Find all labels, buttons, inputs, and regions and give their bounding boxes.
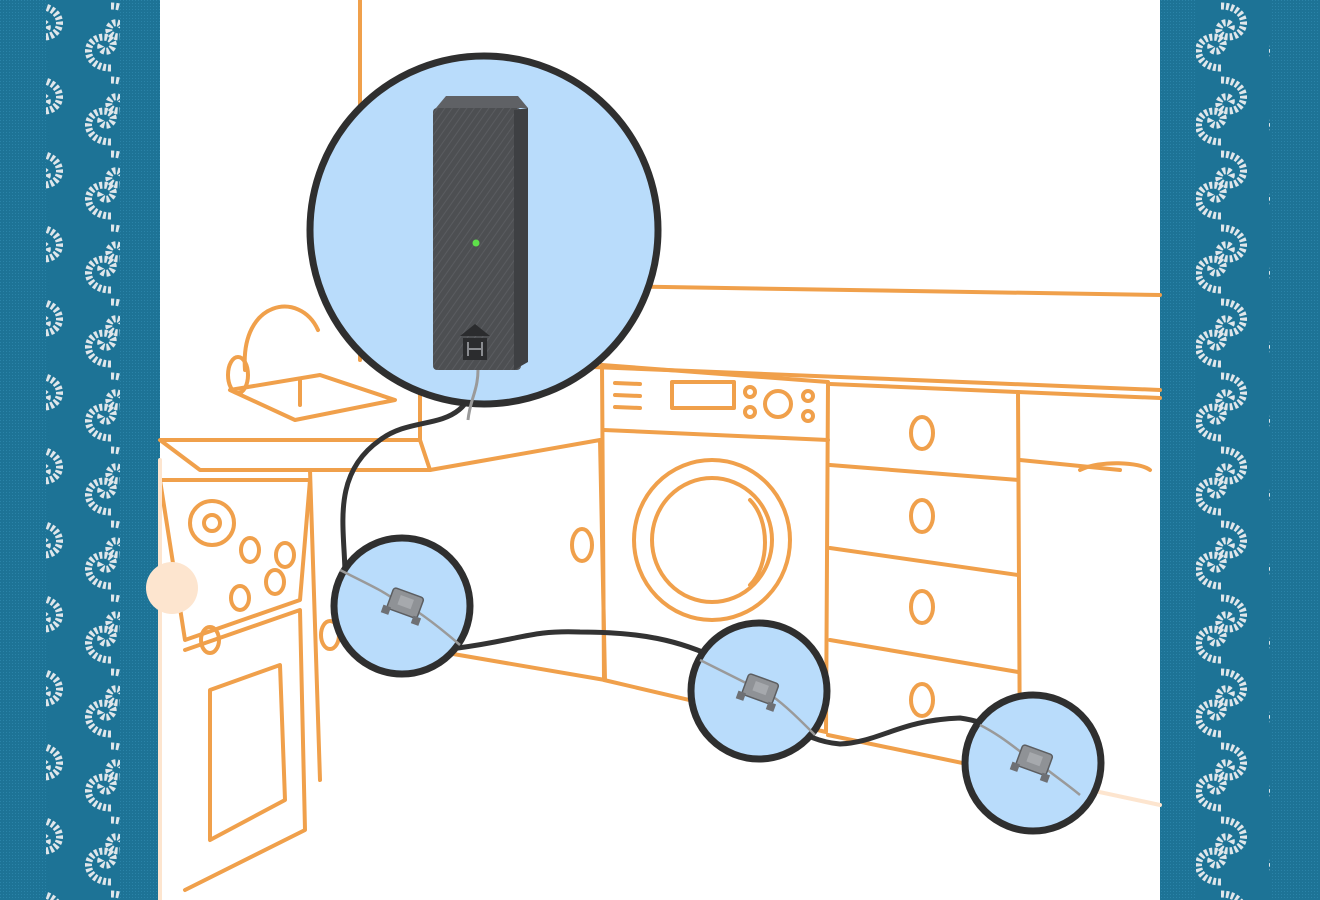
drawer-divider bbox=[828, 638, 1020, 674]
left-border-pattern bbox=[46, 0, 120, 900]
faucet bbox=[242, 304, 320, 372]
washing-machine-button bbox=[801, 409, 815, 423]
faucet-knob bbox=[226, 355, 250, 395]
hub-device bbox=[433, 108, 521, 370]
right-border-pattern bbox=[1196, 0, 1270, 900]
washing-machine-door bbox=[650, 476, 774, 604]
hub-callout bbox=[306, 52, 662, 421]
sensor-callout-3 bbox=[961, 691, 1105, 835]
leak-sensor-icon bbox=[380, 587, 425, 626]
washing-machine-panel-line bbox=[602, 428, 830, 442]
right-cabinet-handle bbox=[1078, 461, 1152, 472]
stove-burner bbox=[188, 499, 236, 547]
stove-knob bbox=[274, 541, 296, 569]
right-cabinet-line bbox=[1018, 458, 1122, 472]
washing-machine-door-ring bbox=[632, 458, 792, 622]
washing-machine-button bbox=[743, 385, 757, 399]
right-cabinet-top bbox=[1016, 390, 1162, 400]
washing-machine-vent bbox=[613, 405, 642, 410]
stove-side-knob bbox=[146, 562, 198, 614]
washing-machine-display bbox=[670, 380, 736, 410]
stove-knob bbox=[229, 584, 251, 612]
washing-machine-button bbox=[743, 405, 757, 419]
drawer-knob bbox=[909, 682, 935, 718]
washing-machine-vent bbox=[613, 381, 642, 386]
washing-machine-door-handle bbox=[748, 498, 767, 587]
sensor-callout-2 bbox=[687, 619, 831, 763]
washing-machine-vent bbox=[613, 393, 642, 398]
sensor-cable bbox=[340, 359, 1033, 763]
leak-sensor-icon bbox=[1009, 744, 1054, 783]
hub-status-led bbox=[472, 239, 480, 247]
drawer-divider bbox=[828, 463, 1020, 482]
oven-door bbox=[183, 608, 307, 892]
drawer-knob bbox=[909, 415, 935, 451]
oven-window bbox=[208, 663, 287, 842]
drawer-divider bbox=[828, 546, 1020, 577]
hub-side-face bbox=[514, 108, 528, 370]
drawer-knob bbox=[909, 498, 935, 534]
leak-sensor-icon bbox=[735, 673, 780, 712]
cabinet-divider bbox=[308, 468, 322, 782]
house-logo-icon bbox=[460, 324, 490, 360]
stove-knob bbox=[239, 536, 261, 564]
right-border-panel bbox=[1160, 0, 1320, 900]
washing-machine-button bbox=[801, 389, 815, 403]
hub-top-face bbox=[436, 96, 528, 108]
left-border-panel bbox=[0, 0, 160, 900]
stove-burner-center bbox=[202, 513, 222, 533]
sensor-callout-1 bbox=[330, 534, 474, 678]
sink-basin bbox=[228, 373, 397, 422]
washing-machine-dial bbox=[763, 389, 793, 419]
washing-machine-body bbox=[600, 363, 830, 734]
hub-wire bbox=[466, 369, 480, 421]
kitchen-illustration bbox=[158, 0, 1162, 900]
drawer-knob bbox=[909, 589, 935, 625]
drawer-cabinet bbox=[826, 382, 1022, 777]
sink-counter bbox=[158, 438, 432, 472]
cabinet-knob bbox=[570, 527, 594, 563]
stove-knob bbox=[264, 568, 286, 596]
